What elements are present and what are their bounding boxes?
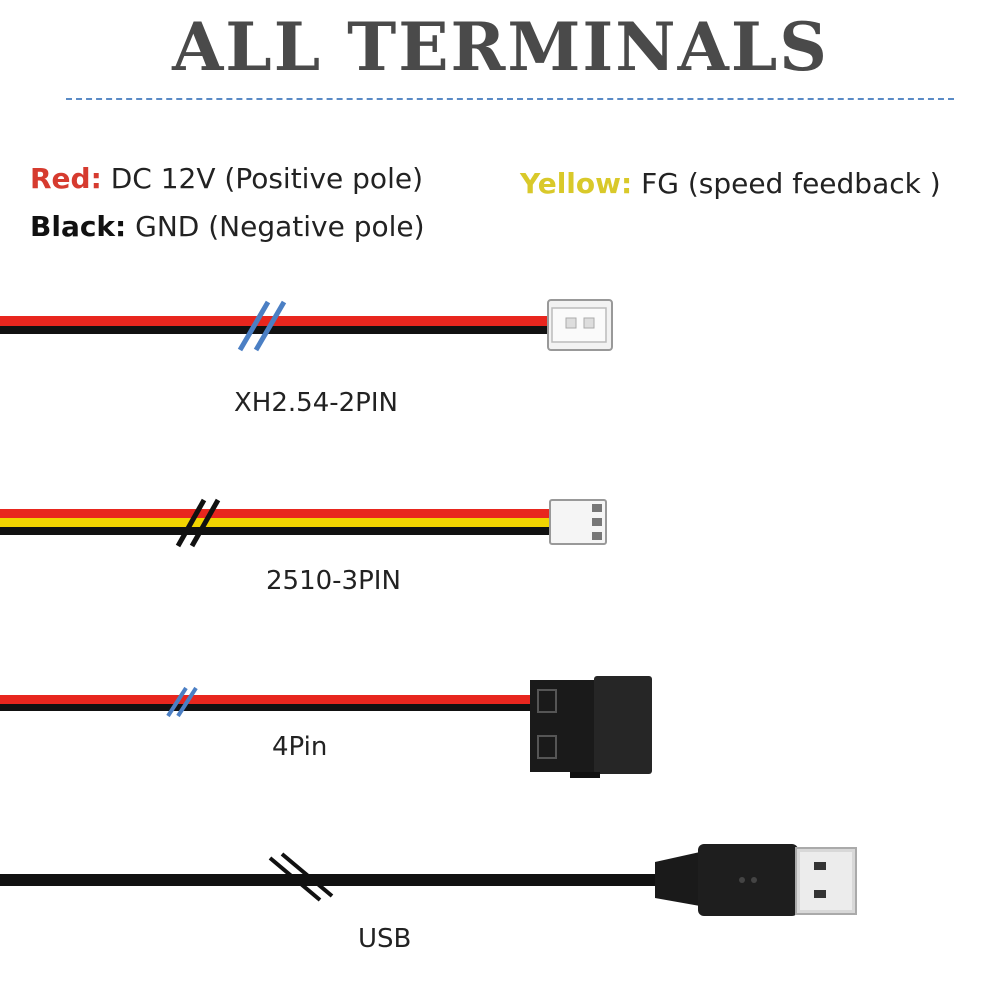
legend-red-text: DC 12V (Positive pole) <box>110 162 423 195</box>
yellow-wire <box>0 518 552 527</box>
legend-black: Black: GND (Negative pole) <box>30 210 425 243</box>
xh-2pin-connector <box>547 299 613 351</box>
usb-a-plug <box>655 844 857 916</box>
page-title: ALL TERMINALS <box>172 8 829 86</box>
legend-red: Red: DC 12V (Positive pole) <box>30 162 423 195</box>
legend-yellow-key: Yellow: <box>520 167 633 200</box>
break-mark <box>166 686 198 718</box>
2510-3pin-connector <box>549 499 607 545</box>
connector-label-4pin: 4Pin <box>272 732 328 762</box>
break-mark <box>175 498 221 548</box>
black-wire <box>0 874 670 886</box>
black-wire <box>0 704 540 711</box>
title-divider <box>66 98 954 100</box>
connector-label-usb: USB <box>358 924 412 954</box>
break-mark <box>268 852 334 902</box>
cable-xh254-2pin <box>0 299 613 352</box>
legend-yellow-text: FG (speed feedback ) <box>641 167 941 200</box>
red-wire <box>0 509 552 518</box>
molex-4pin-connector <box>530 676 652 778</box>
black-wire <box>0 326 552 334</box>
legend-black-text: GND (Negative pole) <box>135 210 425 243</box>
legend-yellow: Yellow: FG (speed feedback ) <box>520 167 941 200</box>
cable-2510-3pin <box>0 498 607 548</box>
cable-4pin <box>0 676 652 778</box>
connector-label-xh254-2pin: XH2.54-2PIN <box>234 388 398 418</box>
cable-usb <box>0 844 857 916</box>
red-wire <box>0 695 540 704</box>
connector-label-2510-3pin: 2510-3PIN <box>266 566 401 596</box>
black-wire <box>0 527 552 535</box>
red-wire <box>0 316 552 326</box>
legend-red-key: Red: <box>30 162 102 195</box>
legend-black-key: Black: <box>30 210 127 243</box>
break-mark <box>237 300 287 352</box>
